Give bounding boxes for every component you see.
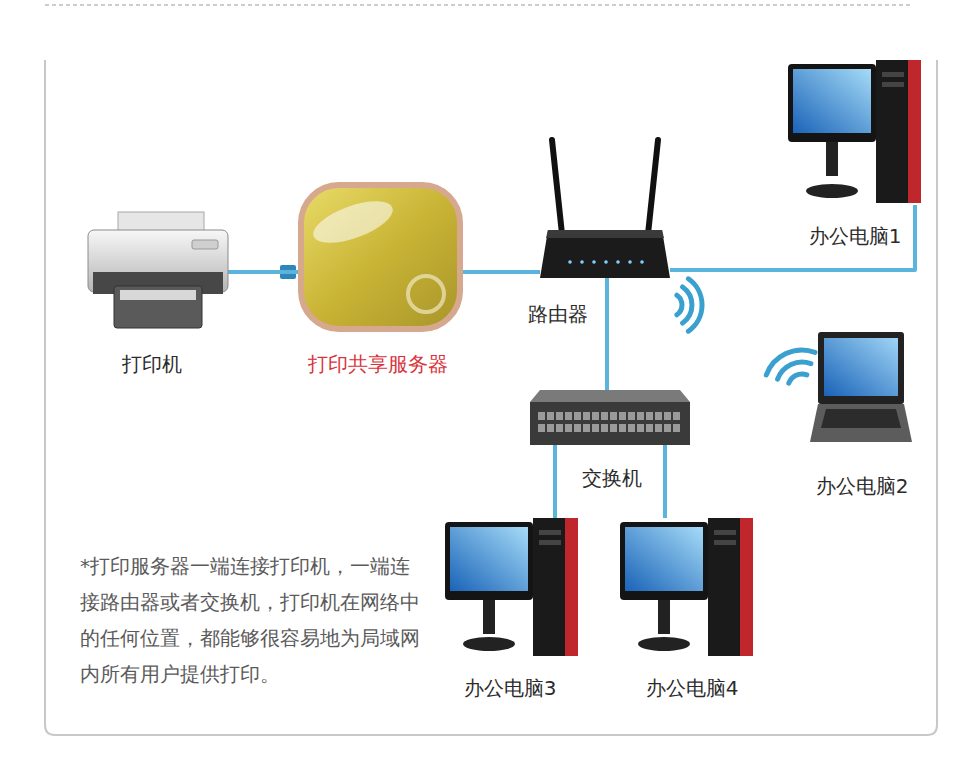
network-cable (670, 205, 915, 270)
wifi-symbol (766, 350, 815, 383)
device-label: 办公电脑3 (464, 676, 557, 700)
device-label: 路由器 (528, 302, 588, 326)
pc-icon (620, 518, 755, 658)
panel-frame (45, 60, 937, 735)
router-node: 路由器 (540, 138, 670, 278)
print-server-node: 打印共享服务器 (298, 182, 463, 332)
note-text: *打印服务器一端连接打印机，一端连接路由器或者交换机，打印机在网络中的任何位置，… (80, 548, 422, 692)
wifi-symbol (677, 279, 702, 331)
server-icon (298, 182, 463, 332)
device-label: 办公电脑1 (809, 224, 902, 248)
laptop-node: 办公电脑2 (810, 332, 912, 447)
pc-node: 办公电脑3 (445, 518, 580, 658)
device-label: 打印共享服务器 (308, 352, 448, 376)
pc-node: 办公电脑1 (788, 60, 923, 205)
switch-node: 交换机 (530, 390, 690, 445)
router-icon (540, 138, 670, 278)
dashed-rule (45, 5, 912, 6)
laptop-icon (810, 332, 912, 447)
pc-icon (788, 60, 923, 205)
device-label: 办公电脑2 (816, 474, 909, 498)
printer-node: 打印机 (88, 212, 228, 330)
device-label: 交换机 (582, 466, 642, 490)
pc-icon (445, 518, 580, 658)
pc-node: 办公电脑4 (620, 518, 755, 658)
network-cable (663, 445, 667, 518)
network-cable (553, 445, 557, 518)
network-cable (463, 270, 540, 274)
printer-icon (88, 212, 228, 330)
device-label: 打印机 (122, 352, 182, 376)
network-cable (228, 270, 298, 274)
device-label: 办公电脑4 (646, 676, 739, 700)
network-cable (605, 278, 609, 390)
switch-icon (530, 390, 690, 445)
